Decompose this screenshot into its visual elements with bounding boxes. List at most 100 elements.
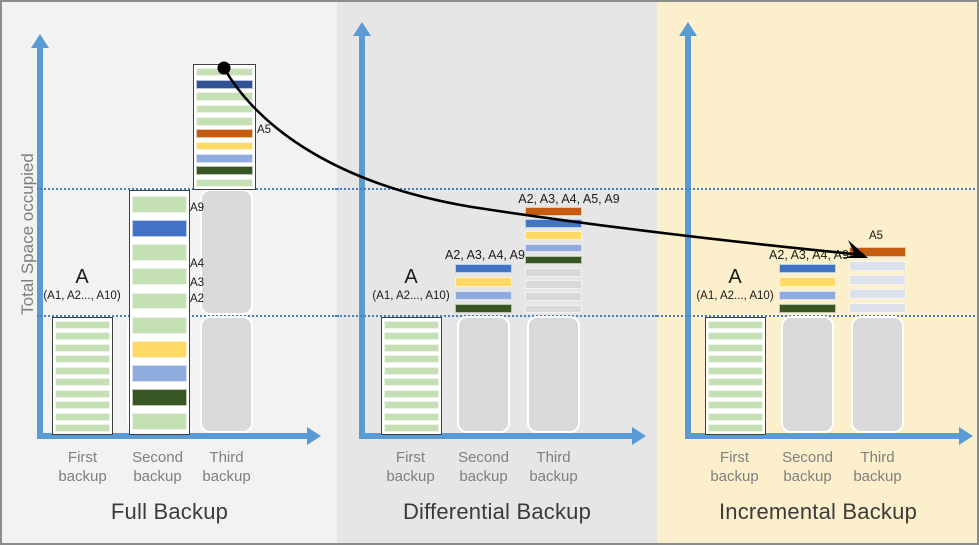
stripe-green (132, 268, 187, 286)
placeholder-second-backup (781, 316, 834, 433)
stack-incr-third-backup (849, 245, 906, 315)
first-backup-subheader: (A1, A2..., A10) (43, 290, 121, 302)
stripe-green (384, 320, 439, 329)
stripe-yellow (132, 340, 187, 358)
first-backup-header: A (404, 266, 418, 288)
x-tick-line: backup (783, 468, 832, 486)
stripe-green (132, 292, 187, 310)
stack-diff-third-backup (525, 205, 582, 315)
x-tick-line: backup (459, 468, 508, 486)
first-backup-subheader: (A1, A2..., A10) (372, 290, 450, 302)
stripe-green (384, 355, 439, 364)
x-tick-line: backup (58, 468, 107, 486)
stripe-green (55, 378, 110, 387)
stripe-green (384, 343, 439, 352)
stripe-green (55, 366, 110, 375)
stripe-green (196, 67, 253, 77)
panel-differential-backup: A (A1, A2..., A10) A2, A3, A4, A9 A2, A3… (337, 2, 657, 543)
stack-diff-second-backup (455, 262, 512, 315)
stripe-green (132, 413, 187, 431)
guide-line-upper (37, 188, 337, 190)
stripe-grey (525, 280, 582, 289)
stripe-yellow (779, 277, 836, 287)
stripe-green (708, 320, 763, 329)
stripe-grey_blue (849, 289, 906, 299)
stack-diff-first-backup (381, 317, 442, 435)
stripe-green (384, 378, 439, 387)
x-tick-line: Third (860, 449, 895, 466)
x-tick-line: backup (386, 468, 435, 486)
stripe-grey_blue (849, 303, 906, 313)
stripe-label-a5: A5 (869, 230, 884, 242)
x-tick-line: Second (132, 449, 183, 466)
stripe-grey (525, 292, 582, 301)
third-backup-header: A2, A3, A4, A5, A9 (518, 192, 620, 206)
x-tick-third-backup: Third backup (511, 448, 596, 486)
stripe-dark_green (779, 303, 836, 314)
stripe-green (132, 244, 187, 262)
first-backup-subheader: (A1, A2..., A10) (696, 290, 774, 302)
x-axis-arrow-icon (632, 427, 646, 445)
stripe-grey_blue (849, 275, 906, 285)
x-tick-third-backup: Third backup (835, 448, 920, 486)
x-tick-line: First (395, 449, 426, 466)
x-axis-line (685, 433, 961, 439)
x-tick-line: Second (782, 449, 833, 466)
x-tick-line: backup (529, 468, 578, 486)
stack-full-first-backup (52, 317, 113, 435)
stripe-orange (196, 129, 253, 138)
stripe-green (384, 366, 439, 375)
stripe-blue (455, 264, 512, 274)
stripe-dark_green (196, 166, 253, 175)
stripe-green (55, 332, 110, 341)
stripe-green (384, 389, 439, 398)
stripe-green (55, 401, 110, 410)
stripe-light_blue (779, 290, 836, 300)
y-axis-label: Total Space occupied (18, 153, 37, 315)
stripe-dark_green (455, 303, 512, 314)
x-tick-line: backup (853, 468, 902, 486)
stripe-label-a2: A2 (190, 293, 205, 305)
stack-full-second-backup (129, 190, 190, 435)
stack-incr-second-backup (779, 262, 836, 315)
stripe-green (196, 104, 253, 114)
stripe-dark_green (132, 389, 187, 407)
stripe-light_blue (455, 290, 512, 300)
stripe-green (708, 389, 763, 398)
stripe-label-a9: A9 (190, 202, 205, 214)
stripe-yellow (455, 277, 512, 287)
stripe-light_blue (525, 243, 582, 253)
placeholder-third-backup (527, 316, 580, 433)
stack-full-third-backup (193, 64, 256, 190)
placeholder-third-backup-lower (200, 316, 253, 433)
stripe-green (55, 343, 110, 352)
stripe-green (55, 424, 110, 433)
x-axis-arrow-icon (959, 427, 973, 445)
stripe-green (55, 412, 110, 421)
stripe-green (55, 389, 110, 398)
stripe-blue (525, 219, 582, 228)
x-tick-line: Third (536, 449, 571, 466)
x-tick-line: First (67, 449, 98, 466)
stripe-light_blue (132, 365, 187, 382)
y-axis-arrow-icon (31, 34, 49, 48)
panel-title-incremental-backup: Incremental Backup (718, 499, 918, 524)
x-axis-line (359, 433, 634, 439)
panel-full-backup: Total Space occupied A (A1, A2..., A10) … (2, 2, 337, 543)
stripe-green (55, 355, 110, 364)
stripe-green (708, 355, 763, 364)
y-axis-arrow-icon (679, 22, 697, 36)
x-tick-second-backup: Second backup (765, 448, 850, 486)
stripe-grey (525, 268, 582, 277)
stripe-dark_green (525, 255, 582, 265)
placeholder-second-backup (457, 316, 510, 433)
x-tick-first-backup: First backup (40, 448, 125, 486)
y-axis-line (359, 34, 365, 439)
stripe-label-a3: A3 (190, 277, 205, 289)
stripe-green (55, 320, 110, 329)
stripe-green (708, 412, 763, 421)
